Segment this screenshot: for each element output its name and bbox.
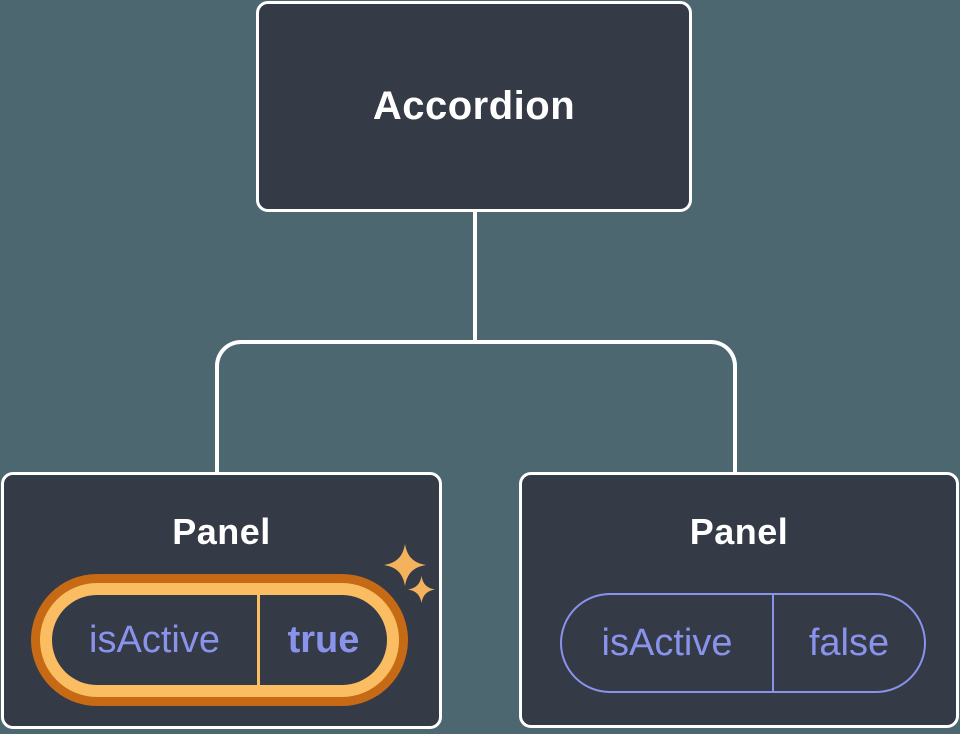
state-pill-divider bbox=[257, 595, 260, 685]
sparkle-icon-small bbox=[408, 576, 435, 603]
state-name-label: isActive bbox=[89, 618, 220, 661]
state-pill-core: isActive true bbox=[52, 595, 387, 685]
state-pill-inactive: isActive false bbox=[560, 593, 926, 693]
panel-node-label: Panel bbox=[172, 511, 271, 552]
sparkle-icon-large bbox=[384, 544, 426, 586]
component-node-panel-inactive: Panel isActive false bbox=[519, 472, 959, 728]
state-pill-active: isActive true bbox=[31, 574, 408, 706]
component-node-accordion: Accordion bbox=[256, 1, 692, 212]
state-value-label: true bbox=[287, 618, 360, 661]
state-value-label: false bbox=[808, 621, 890, 664]
state-name-label: isActive bbox=[601, 621, 733, 664]
accordion-node-label: Accordion bbox=[372, 84, 576, 128]
state-pill-highlight-ring: isActive true bbox=[40, 583, 399, 697]
panel-node-label: Panel bbox=[689, 511, 789, 552]
connector-branch-bracket bbox=[215, 340, 737, 473]
state-pill-divider bbox=[772, 595, 774, 691]
connector-root-stem bbox=[473, 210, 477, 344]
component-node-panel-active: Panel isActive true bbox=[1, 472, 442, 729]
